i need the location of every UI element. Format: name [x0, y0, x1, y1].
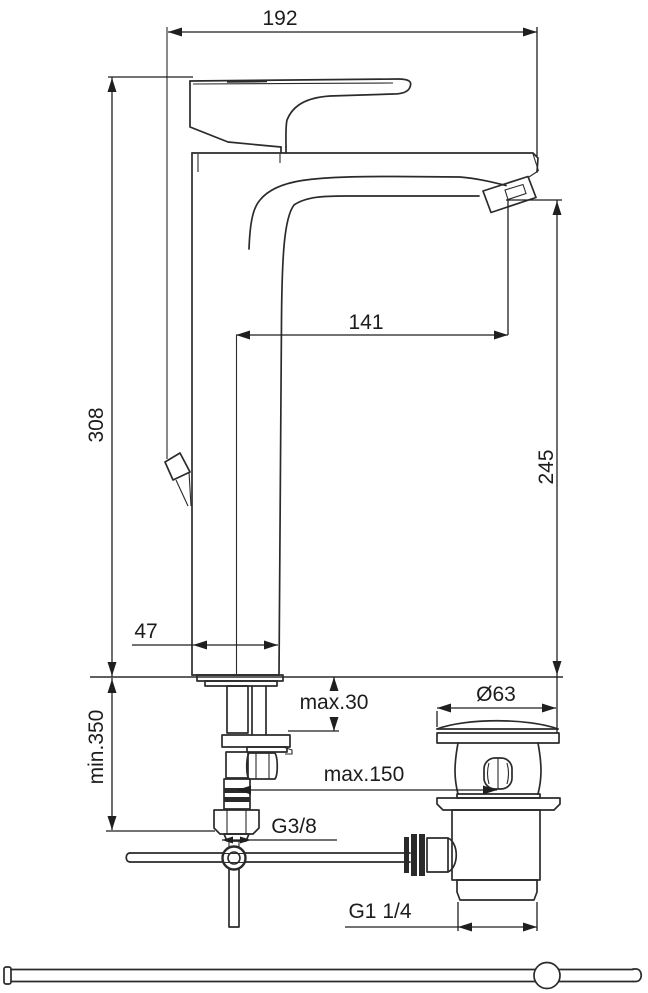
dim-label-waste-diameter: Ø63 — [476, 683, 516, 706]
dim-label-total-height: 308 — [85, 407, 108, 442]
dimension-labels: 192 308 141 245 47 min.350 max.30 max.15… — [85, 7, 558, 923]
hose-end-fitting — [213, 778, 260, 842]
rod-inlet-gaskets — [404, 834, 458, 876]
dim-label-base-width: 47 — [134, 620, 157, 643]
overflow-slot — [483, 757, 513, 790]
drain-upper-body — [436, 742, 561, 811]
dim-label-rod-travel: max.150 — [324, 763, 405, 786]
spout-arm — [191, 152, 539, 676]
dim-label-hose-clearance: min.350 — [85, 710, 108, 785]
dim-label-spout-width: 192 — [262, 7, 297, 30]
pivot-joint — [221, 845, 247, 871]
dim-label-waste-thread: G1 1/4 — [348, 900, 411, 923]
dim-label-outlet-reach: 141 — [348, 311, 383, 334]
mounting-stud — [251, 685, 267, 736]
tailpiece — [456, 879, 538, 901]
faucet-outline — [164, 27, 540, 676]
pop-up-linkage — [125, 841, 411, 928]
horizontal-actuating-rod — [125, 852, 411, 863]
dimension-lines — [106, 27, 562, 932]
lift-rod — [3, 961, 643, 990]
mounting-plate — [221, 734, 293, 755]
waste-drain-assembly — [404, 719, 561, 901]
dim-label-deck-thickness: max.30 — [300, 691, 369, 714]
dim-label-outlet-height: 245 — [535, 449, 558, 484]
lift-rod-ball — [533, 961, 561, 990]
vertical-pull-rod — [228, 868, 240, 928]
drain-lower-body — [404, 809, 541, 901]
fixing-nut — [245, 752, 279, 780]
braided-hose — [225, 685, 249, 779]
handle-lever — [189, 78, 412, 154]
aerator — [482, 153, 540, 214]
dim-label-inlet-thread: G3/8 — [271, 815, 317, 838]
drain-dome-flange — [436, 719, 560, 744]
side-reference-fitting — [164, 27, 192, 507]
